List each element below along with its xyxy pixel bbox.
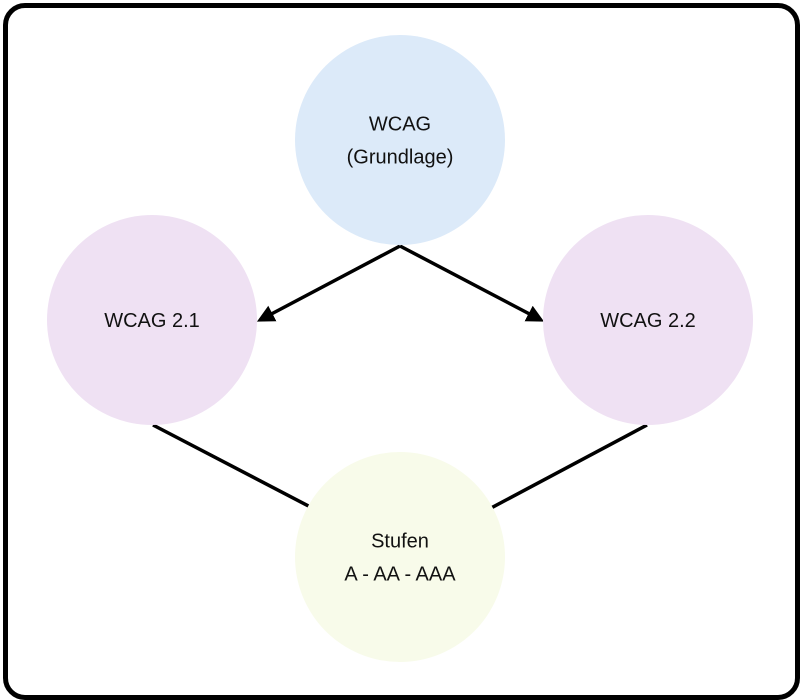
arrow-wcag-to-wcag22 [399, 244, 545, 322]
node-circle [543, 215, 753, 425]
node-circle [295, 452, 505, 662]
node-circle [295, 35, 505, 245]
node-label: (Grundlage) [347, 147, 454, 169]
node-circle [47, 215, 257, 425]
node-label: WCAG 2.2 [600, 310, 696, 332]
edges [152, 244, 648, 526]
node-label: WCAG [369, 114, 431, 136]
node-wcag22: WCAG 2.2 [543, 215, 753, 425]
node-label: A - AA - AAA [344, 564, 456, 586]
node-stufen: Stufen A - AA - AAA [295, 452, 505, 662]
node-wcag21: WCAG 2.1 [47, 215, 257, 425]
node-label: Stufen [371, 531, 429, 553]
arrow-wcag-to-wcag21 [256, 244, 401, 322]
node-wcag: WCAG (Grundlage) [295, 35, 505, 245]
node-label: WCAG 2.1 [104, 310, 200, 332]
